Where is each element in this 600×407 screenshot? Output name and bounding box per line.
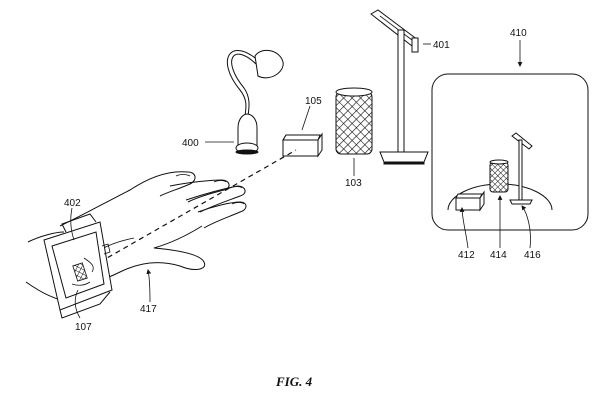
hand bbox=[59, 171, 247, 289]
label-107: 107 bbox=[75, 322, 92, 333]
label-402: 402 bbox=[64, 198, 81, 209]
label-414: 414 bbox=[490, 250, 507, 261]
label-410: 410 bbox=[510, 28, 527, 39]
label-417: 417 bbox=[140, 304, 157, 315]
floor-lamp bbox=[370, 9, 429, 165]
gesture-dashed-line bbox=[99, 149, 297, 263]
leader-lines bbox=[70, 40, 531, 319]
speaker-device bbox=[335, 87, 373, 155]
hub-device bbox=[282, 132, 323, 158]
label-400: 400 bbox=[182, 138, 199, 149]
label-401: 401 bbox=[433, 40, 450, 51]
figure-caption: FIG. 4 bbox=[275, 374, 313, 389]
desk-lamp bbox=[226, 49, 284, 155]
label-105: 105 bbox=[305, 96, 322, 107]
label-103: 103 bbox=[345, 178, 362, 189]
label-412: 412 bbox=[458, 250, 475, 261]
smart-watch bbox=[25, 213, 113, 319]
label-416: 416 bbox=[524, 250, 541, 261]
display-view-panel bbox=[431, 73, 589, 231]
